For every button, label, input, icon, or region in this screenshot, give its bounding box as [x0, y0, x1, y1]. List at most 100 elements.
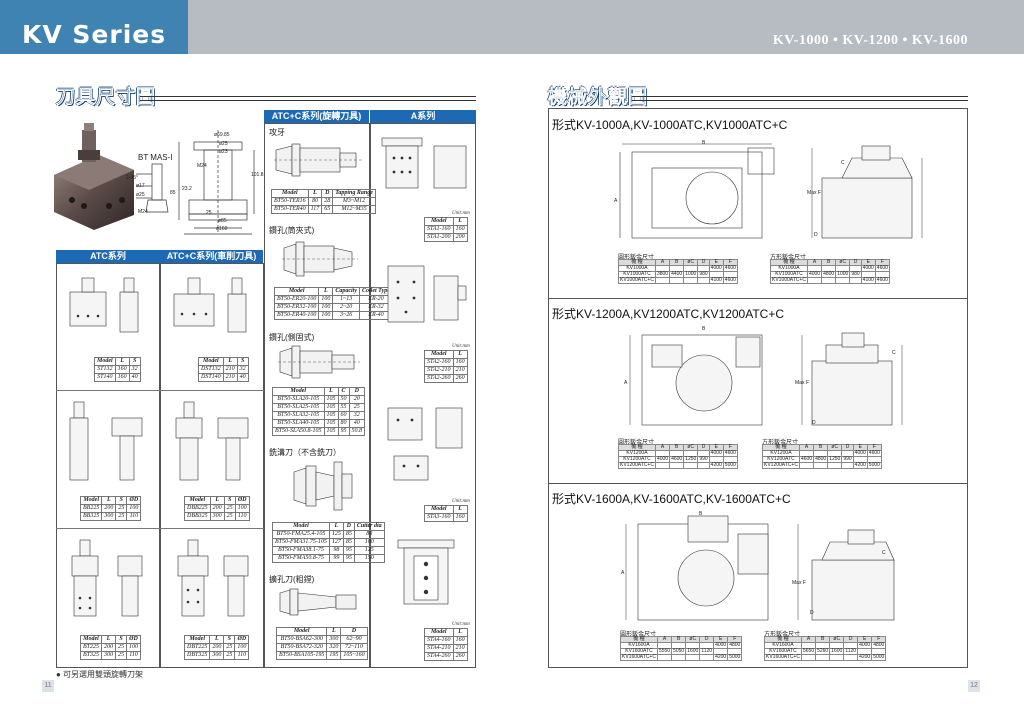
round-sheet-caption: 圓形鈑金尺寸	[618, 255, 655, 261]
dim-label: ø23	[219, 149, 228, 155]
dim-max-f: Max F	[792, 580, 806, 586]
divider	[548, 298, 968, 299]
sta1-drawing	[381, 137, 467, 189]
th: Capacity	[332, 287, 360, 296]
band-a-series: A系列	[370, 110, 476, 123]
th: ØD	[234, 496, 250, 505]
th: S	[115, 635, 128, 644]
tap-label: 攻牙	[269, 128, 285, 137]
th: Tapping Range	[332, 189, 376, 198]
th: Model	[424, 217, 454, 226]
divider	[56, 390, 264, 391]
th: Model	[275, 627, 328, 636]
dim-label: ø17	[136, 183, 145, 189]
model-list: KV-1000 • KV-1200 • KV-1600	[772, 33, 968, 48]
square-sheet-caption: 方形鈑金尺寸	[770, 255, 807, 261]
footnote: ● 可另選用雙頭旋轉刀架	[56, 670, 144, 679]
th: Model	[272, 387, 325, 396]
dim-c: C	[892, 350, 896, 356]
left-page: KV Series 刀具尺寸圖	[0, 0, 512, 692]
spindle-label: BT MAS-I	[138, 153, 173, 162]
dim-label: ø25	[136, 192, 145, 198]
th: L	[101, 635, 117, 644]
dim-max-f: Max F	[807, 190, 821, 196]
kv1000-drawing	[619, 143, 923, 239]
machine-title: 形式KV-1600A,KV-1600ATC,KV-1600ATC+C	[552, 492, 791, 506]
right-page: KV-1000 • KV-1200 • KV-1600 機械外觀圖 形式KV-1…	[512, 0, 1024, 710]
th: Model	[424, 505, 454, 514]
dim-label: ø160	[216, 226, 228, 232]
atc-c-turning-panel	[160, 263, 264, 668]
round-sheet-caption: 圓形鈑金尺寸	[618, 440, 655, 446]
th: L	[101, 496, 117, 505]
dim-label: M24	[138, 209, 148, 215]
tool-dimension-title: 刀具尺寸圖	[56, 86, 157, 108]
side-drill-drawing	[278, 345, 360, 379]
dim-a: A	[614, 198, 618, 204]
dim-label: ø85	[218, 218, 227, 224]
th: D	[321, 189, 334, 198]
th: S	[115, 496, 128, 505]
th: Model	[79, 496, 103, 505]
th: L	[328, 522, 344, 531]
sta3-drawing	[387, 407, 463, 481]
divider	[548, 483, 968, 484]
th: Model	[272, 522, 330, 531]
dim-c: C	[841, 160, 845, 166]
dim-label: M24	[197, 163, 207, 169]
reamer-drawing	[279, 588, 357, 616]
machine-title: 形式KV-1000A,KV-1000ATC,KV1000ATC+C	[552, 118, 788, 132]
th: L	[452, 628, 468, 637]
dim-label: 25	[206, 210, 212, 216]
dim-d: D	[810, 610, 814, 616]
dim-b: B	[702, 326, 706, 332]
right-header: KV-1000 • KV-1200 • KV-1600	[512, 0, 1024, 54]
band-atc-c-turning: ATC+C系列(車削刀具)	[160, 250, 263, 263]
sta2-drawing	[387, 265, 467, 323]
th: D	[342, 522, 355, 531]
th: D	[348, 387, 365, 396]
th: Model	[94, 357, 116, 366]
th: Model	[271, 189, 309, 198]
th: Cutter dia	[353, 522, 385, 531]
mill-holder-drawing	[293, 461, 353, 511]
kv1600-drawing	[625, 515, 895, 621]
square-sheet-caption: 方形鈑金尺寸	[764, 632, 801, 638]
reamer-label: 擴孔刀(粗鏜)	[269, 575, 315, 584]
